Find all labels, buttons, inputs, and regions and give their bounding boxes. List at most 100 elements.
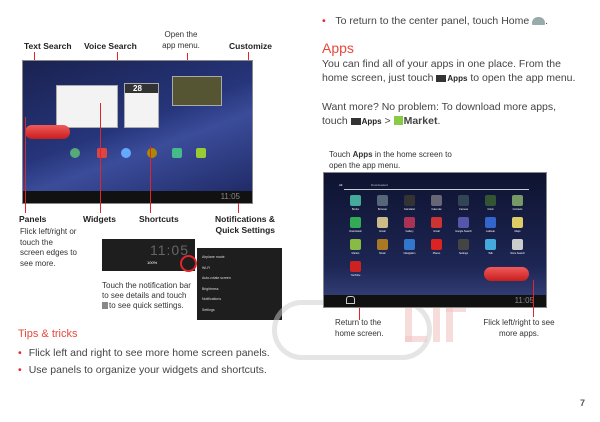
app-glyph-icon: [431, 195, 442, 206]
callout-notifications: Notifications & Quick Settings: [215, 214, 275, 235]
app-icon-contacts[interactable]: Contacts: [504, 195, 531, 211]
callout-text-search: Text Search: [24, 41, 72, 51]
app-label: Google Search: [455, 230, 472, 233]
app-icon-maps[interactable]: Maps: [504, 217, 531, 233]
home-icon: [532, 17, 546, 25]
app-glyph-icon: [512, 239, 523, 250]
app-icon-camera[interactable]: Camera: [450, 195, 477, 211]
app-glyph-icon: [485, 195, 496, 206]
apps-paragraph: You can find all of your apps in one pla…: [322, 58, 576, 84]
app-icon-books[interactable]: Books: [342, 195, 369, 211]
qs-brightness[interactable]: Brightness: [202, 286, 219, 291]
app-glyph-icon: [404, 239, 415, 250]
talk-shortcut-icon[interactable]: [121, 148, 131, 158]
app-icon-downloads[interactable]: Downloads: [342, 217, 369, 233]
page-number: 7: [580, 398, 586, 408]
qs-settings[interactable]: Settings: [202, 307, 215, 312]
app-label: Calculator: [403, 208, 416, 211]
app-icon-navigation[interactable]: Navigation: [396, 239, 423, 255]
home-return-bullet: To return to the center panel, touch Hom…: [322, 15, 548, 29]
app-label: Calendar: [431, 208, 442, 211]
system-bar[interactable]: 11:05: [324, 295, 546, 307]
app-glyph-icon: [485, 217, 496, 228]
app-label: Gmail: [433, 230, 440, 233]
qs-wifi[interactable]: Wi-Fi: [202, 265, 211, 270]
tip-item: Flick left and right to see more home sc…: [18, 347, 270, 361]
watermark-letter-shape: [405, 306, 412, 342]
app-icon-voice-search[interactable]: Voice Search: [504, 239, 531, 255]
system-bar[interactable]: 11:05: [23, 191, 252, 203]
app-icon-clock[interactable]: Clock: [477, 195, 504, 211]
app-icon-gallery[interactable]: Gallery: [396, 217, 423, 233]
app-icon-browser[interactable]: Browser: [369, 195, 396, 211]
app-label: Camera: [459, 208, 468, 211]
app-icon-places[interactable]: Places: [423, 239, 450, 255]
app-glyph-icon: [377, 217, 388, 228]
app-glyph-icon: [350, 217, 361, 228]
callout-customize: Customize: [229, 41, 272, 51]
panels-description: Flick left/right or touch the screen edg…: [20, 227, 77, 268]
app-icon-google-search[interactable]: Google Search: [450, 217, 477, 233]
books-shortcut-icon[interactable]: [172, 148, 182, 158]
notification-description: Touch the notification bar to see detail…: [102, 281, 191, 310]
qs-auto-rotate[interactable]: Auto-rotate screen: [202, 276, 231, 280]
app-label: Places: [432, 252, 441, 255]
gmail-shortcut-icon[interactable]: [97, 148, 107, 158]
app-icon-youtube[interactable]: YouTube: [342, 261, 369, 277]
qs-notifications[interactable]: Notifications: [202, 297, 222, 301]
watermark-letter-shape: [446, 306, 453, 342]
music-shortcut-icon[interactable]: [147, 148, 157, 158]
app-label: Navigation: [403, 252, 416, 255]
app-glyph-icon: [512, 217, 523, 228]
browser-shortcut-icon[interactable]: [70, 148, 80, 158]
market-paragraph: Want more? No problem: To download more …: [322, 101, 557, 127]
app-icon-calculator[interactable]: Calculator: [396, 195, 423, 211]
panel-arrow-icon: [25, 125, 70, 139]
app-glyph-icon: [350, 261, 361, 272]
app-glyph-icon: [485, 239, 496, 250]
app-icon-music[interactable]: Music: [369, 239, 396, 255]
app-menu-caption: Touch Apps in the home screen to open th…: [329, 150, 452, 170]
app-label: Contacts: [512, 208, 523, 211]
app-icon-email[interactable]: Email: [369, 217, 396, 233]
app-icon-market[interactable]: Market: [342, 239, 369, 255]
tip-item: Use panels to organize your widgets and …: [18, 364, 267, 378]
notification-panel-image: 11:05 100%: [102, 239, 197, 272]
app-label: Browser: [377, 208, 388, 211]
app-icon-latitude[interactable]: Latitude: [477, 217, 504, 233]
app-label: Clock: [487, 208, 494, 211]
app-glyph-icon: [350, 239, 361, 250]
apps-icon: [436, 74, 447, 82]
home-button-icon[interactable]: [346, 296, 355, 304]
app-label: Market: [351, 252, 360, 255]
watermark-letter-shape: [405, 336, 427, 342]
market-shortcut-icon[interactable]: [196, 148, 206, 158]
app-icon-gmail[interactable]: Gmail: [423, 217, 450, 233]
quick-settings-highlight-icon: [180, 255, 197, 272]
gmail-widget: [56, 85, 118, 128]
app-icon-talk[interactable]: Talk: [477, 239, 504, 255]
app-label: Music: [379, 252, 386, 255]
app-label: Latitude: [486, 230, 495, 233]
app-glyph-icon: [404, 217, 415, 228]
app-glyph-icon: [377, 195, 388, 206]
home-caption: Return to the home screen.: [335, 318, 384, 338]
tab-downloaded[interactable]: Downloaded: [371, 183, 388, 187]
app-icon-calendar[interactable]: Calendar: [423, 195, 450, 211]
app-label: Email: [379, 230, 386, 233]
qs-airplane-mode[interactable]: Airplane mode: [202, 255, 225, 259]
app-glyph-icon: [377, 239, 388, 250]
watermark-letter-shape: [446, 306, 466, 312]
quick-settings-icon: [102, 302, 108, 309]
tab-all[interactable]: All: [339, 183, 343, 187]
app-label: Gallery: [405, 230, 414, 233]
app-glyph-icon: [431, 217, 442, 228]
app-label: Talk: [488, 252, 493, 255]
app-icon-settings[interactable]: Settings: [450, 239, 477, 255]
home-screen-image: 28 11:05: [22, 60, 253, 204]
apps-heading: Apps: [322, 40, 354, 56]
app-glyph-icon: [404, 195, 415, 206]
callout-app-menu: Open the app menu.: [162, 30, 200, 50]
